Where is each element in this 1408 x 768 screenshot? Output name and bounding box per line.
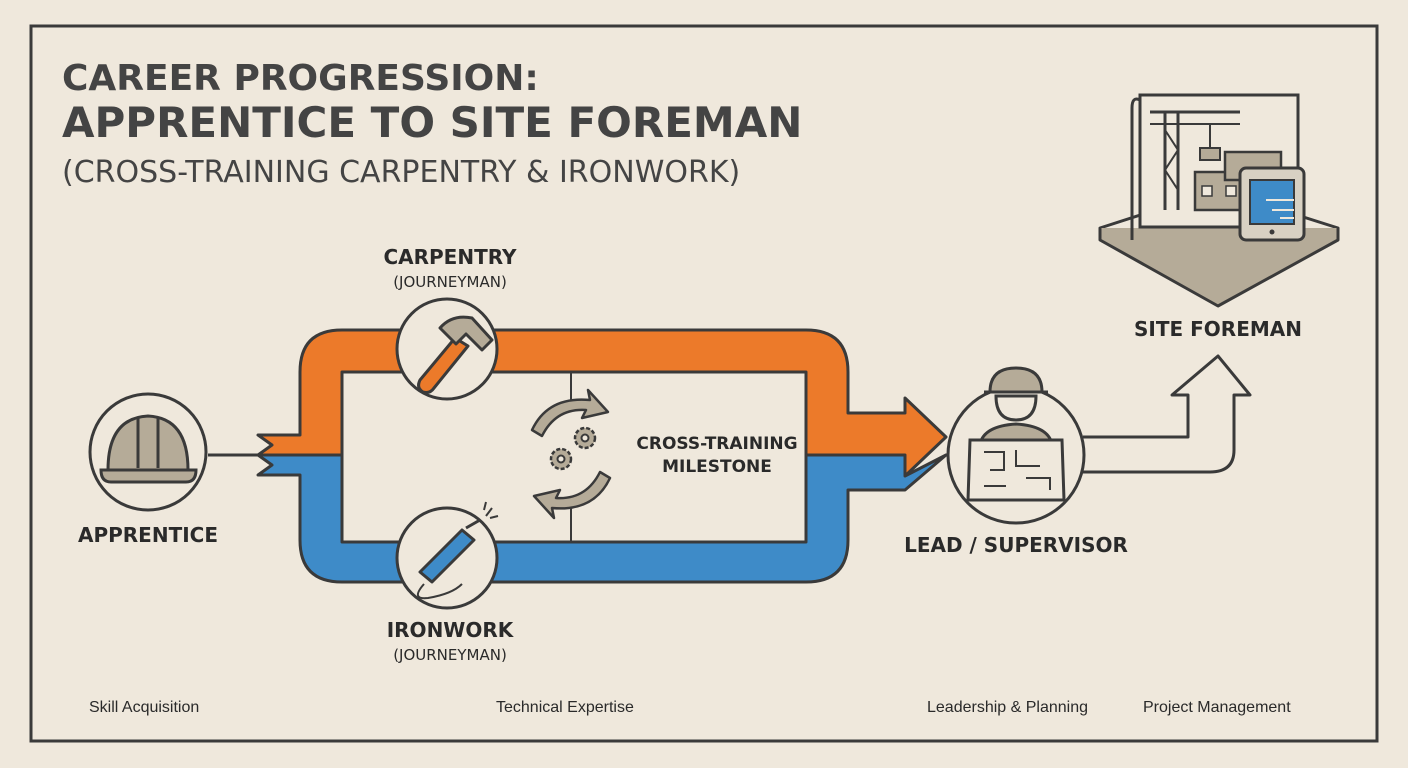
stage-label-skill-acquisition: Skill Acquisition [89, 699, 199, 716]
title-line-1: CAREER PROGRESSION: [62, 58, 539, 99]
foreman-label: SITE FOREMAN [1134, 317, 1302, 341]
milestone-label-line-2: MILESTONE [662, 457, 772, 477]
supervisor-blueprint-icon [966, 366, 1066, 502]
diagram-frame [29, 24, 1379, 743]
gears-cycle-icon [530, 388, 612, 520]
stage-label-technical-expertise: Technical Expertise [496, 699, 634, 716]
stage-label-leadership-planning: Leadership & Planning [927, 699, 1088, 716]
ironwork-label: IRONWORK [387, 618, 515, 642]
milestone-node: CROSS-TRAINING MILESTONE [530, 388, 798, 520]
lead-label: LEAD / SUPERVISOR [904, 533, 1128, 557]
ironwork-sublabel: (JOURNEYMAN) [393, 646, 507, 664]
welding-torch-icon [417, 501, 499, 600]
foreman-node: SITE FOREMAN [1098, 93, 1340, 341]
apprentice-node: APPRENTICE [78, 392, 218, 547]
carpentry-sublabel: (JOURNEYMAN) [393, 273, 507, 291]
carpentry-node: CARPENTRY (JOURNEYMAN) [383, 245, 517, 401]
milestone-label-line-1: CROSS-TRAINING [636, 434, 797, 454]
ironwork-node: IRONWORK (JOURNEYMAN) [387, 501, 515, 664]
stage-label-project-management: Project Management [1143, 699, 1291, 716]
apprentice-label: APPRENTICE [78, 523, 218, 547]
hard-hat-icon [99, 414, 198, 484]
title-line-2: APPRENTICE TO SITE FOREMAN [62, 98, 802, 147]
title-line-3: (CROSS-TRAINING CARPENTRY & IRONWORK) [62, 155, 740, 190]
hammer-icon [417, 315, 494, 394]
lead-node: LEAD / SUPERVISOR [904, 366, 1128, 557]
site-plan-tablet-icon [1098, 93, 1340, 308]
connector-lead-to-foreman [1083, 354, 1252, 474]
carpentry-label: CARPENTRY [383, 245, 517, 269]
